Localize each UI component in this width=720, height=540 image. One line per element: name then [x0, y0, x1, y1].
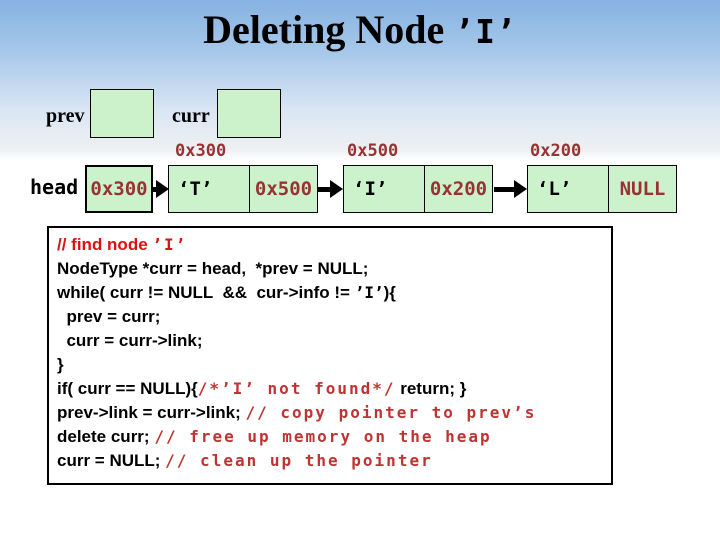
arrow-line	[494, 187, 516, 192]
head-label: head	[30, 175, 79, 199]
page-title: Deleting Node ’I’	[0, 6, 720, 53]
node-link-value: 0x200	[429, 178, 488, 200]
code-text: }	[57, 355, 64, 374]
arrow-line	[152, 187, 158, 192]
code-text: return; }	[395, 379, 467, 398]
code-text: curr = curr->link;	[57, 331, 203, 350]
arrow-head-icon	[330, 180, 343, 198]
title-node-char: ’I’	[454, 12, 517, 51]
node-link-cell: 0x500	[250, 166, 317, 212]
code-line: while( curr != NULL && cur->info != ’I’)…	[57, 281, 611, 305]
code-comment: // copy pointer to prev’s	[245, 403, 537, 422]
list-node: ‘I’ 0x200	[343, 165, 493, 213]
prev-box	[90, 89, 154, 138]
curr-label: curr	[172, 105, 210, 127]
code-text: if( curr == NULL){	[57, 379, 198, 398]
code-comment: // clean up the pointer	[165, 451, 433, 470]
prev-label: prev	[46, 105, 85, 127]
node-link-value: NULL	[619, 178, 666, 200]
code-text: prev->link = curr->link;	[57, 403, 246, 422]
title-text: Deleting Node	[203, 7, 455, 52]
code-comment: ’I’	[152, 235, 188, 254]
list-node: ‘T’ 0x500	[168, 165, 318, 213]
node-info-cell: ‘I’	[344, 166, 425, 212]
node-link-cell: NULL	[609, 166, 676, 212]
node-address-label: 0x300	[175, 141, 227, 161]
code-text: curr = NULL;	[57, 451, 166, 470]
arrow-line	[318, 187, 332, 192]
code-comment: // find node	[57, 235, 153, 254]
node-info-value: ‘L’	[537, 178, 572, 200]
code-line: prev->link = curr->link; // copy pointer…	[57, 401, 611, 425]
node-link-value: 0x500	[254, 178, 313, 200]
code-line: // find node ’I’	[57, 233, 611, 257]
code-line: NodeType *curr = head, *prev = NULL;	[57, 257, 611, 281]
code-text: delete curr;	[57, 427, 155, 446]
code-line: prev = curr;	[57, 305, 611, 329]
list-node: ‘L’ NULL	[527, 165, 677, 213]
head-value: 0x300	[90, 178, 148, 200]
node-address-label: 0x200	[530, 141, 582, 161]
arrow-head-icon	[514, 180, 527, 198]
head-box: 0x300	[85, 165, 153, 213]
code-line: curr = curr->link;	[57, 329, 611, 353]
code-line: curr = NULL; // clean up the pointer	[57, 449, 611, 473]
code-line: if( curr == NULL){/*’I’ not found*/ retu…	[57, 377, 611, 401]
code-line: delete curr; // free up memory on the he…	[57, 425, 611, 449]
node-info-cell: ‘L’	[528, 166, 609, 212]
code-line: }	[57, 353, 611, 377]
node-info-value: ‘I’	[353, 178, 388, 200]
code-text: while( curr != NULL && cur->info !=	[57, 283, 355, 302]
code-text: NodeType *curr = head, *prev = NULL;	[57, 259, 369, 278]
node-address-label: 0x500	[347, 141, 399, 161]
node-info-cell: ‘T’	[169, 166, 250, 212]
node-link-cell: 0x200	[425, 166, 492, 212]
node-info-value: ‘T’	[178, 178, 213, 200]
code-text: ){	[383, 283, 396, 302]
code-comment: // free up memory on the heap	[154, 427, 492, 446]
code-comment: /*’I’ not found*/	[197, 379, 396, 398]
curr-box	[217, 89, 281, 138]
code-text: prev = curr;	[57, 307, 161, 326]
arrow-head-icon	[156, 180, 169, 198]
code-block: // find node ’I’ NodeType *curr = head, …	[47, 226, 613, 485]
code-text: ’I’	[354, 283, 384, 302]
